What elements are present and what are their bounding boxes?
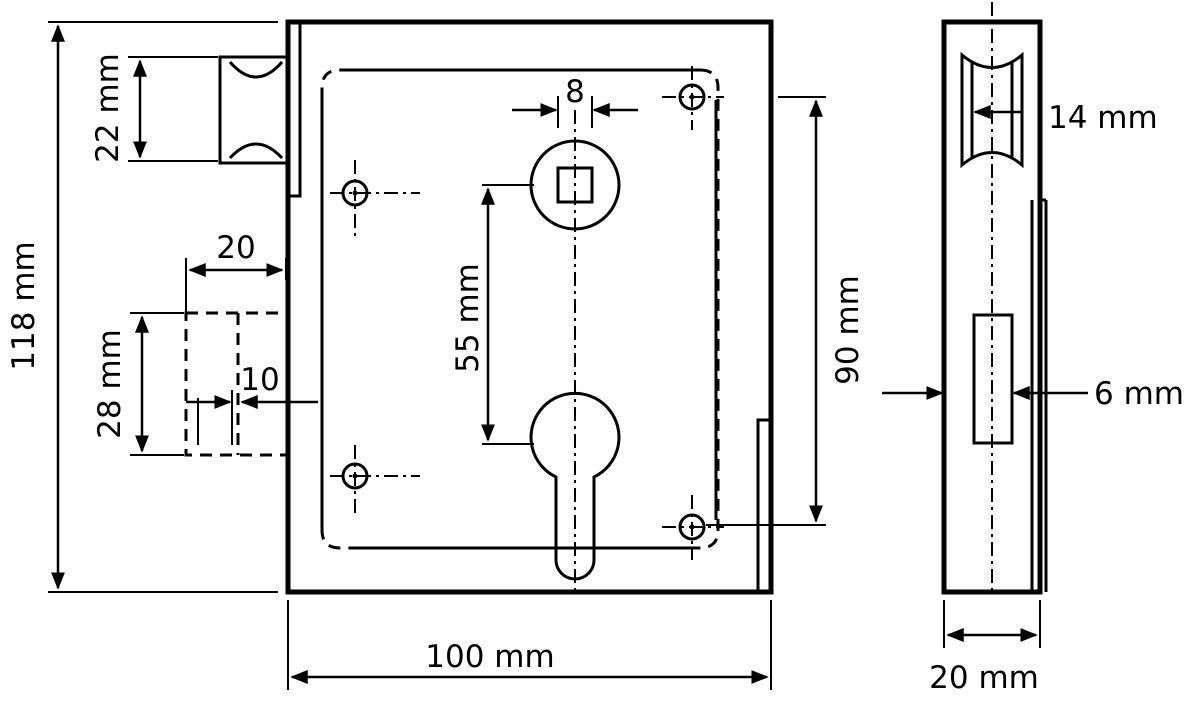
side-bolt-label: 14 mm	[1048, 100, 1158, 136]
latch-bolt	[218, 55, 290, 165]
right-edge-strip	[756, 418, 773, 594]
fixing-distance-label: 90 mm	[830, 275, 866, 385]
cylinder-cutout	[529, 391, 621, 581]
dim-center-distance	[481, 184, 534, 445]
mounting-hole-right-lower	[662, 495, 724, 560]
mounting-hole-left-upper	[330, 160, 420, 240]
front-view	[184, 19, 774, 595]
backset-label: 20	[216, 230, 255, 266]
bolt2-depth-label: 10	[240, 362, 279, 398]
dim-bolt-depth	[186, 390, 318, 445]
deadbolt	[184, 311, 290, 457]
inner-plate-outline	[320, 68, 720, 550]
mounting-hole-right-upper	[662, 66, 724, 130]
dim-fixing-distance	[706, 96, 826, 526]
mounting-hole-left-lower	[330, 445, 420, 515]
plate-thickness-label: 6 mm	[1094, 376, 1184, 412]
dim-overall-height	[48, 21, 278, 593]
bolt2-height-label: 28 mm	[92, 329, 128, 439]
height-total-label: 118 mm	[6, 241, 42, 370]
bolt-height-label: 22 mm	[90, 53, 126, 163]
dim-latch-height	[128, 56, 218, 162]
center-distance-label: 55 mm	[450, 263, 486, 373]
side-view	[941, 2, 1048, 595]
side-latch-bolt	[960, 51, 1024, 169]
dim-backset	[185, 258, 287, 312]
lock-case	[285, 19, 774, 595]
dim-spindle	[512, 96, 638, 128]
dim-deadbolt-height	[130, 312, 184, 456]
dim-side-width	[943, 600, 1041, 648]
spindle-label: 8	[565, 74, 585, 110]
width-total-label: 100 mm	[425, 639, 554, 675]
dim-overall-width	[287, 600, 772, 690]
side-width-label: 20 mm	[929, 660, 1039, 696]
